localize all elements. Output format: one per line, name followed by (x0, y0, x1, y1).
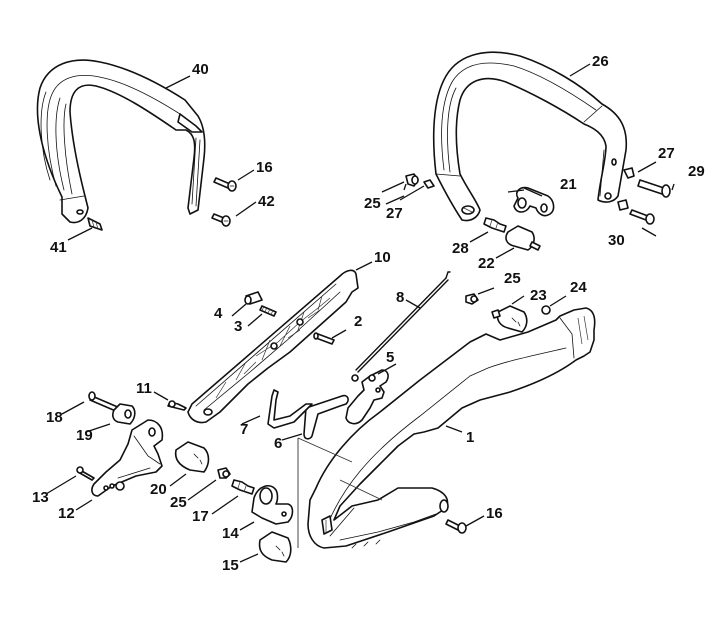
callout-14: 14 (222, 525, 239, 542)
part-42-screw (211, 213, 231, 227)
callout-40: 40 (192, 61, 209, 78)
part-8-throttle-rod (351, 271, 451, 382)
part-25-nut-lower (217, 467, 231, 479)
part-27-sleeve-lower (617, 199, 629, 211)
leader-lines (45, 63, 675, 563)
callout-27: 27 (386, 205, 403, 222)
part-5-throttle-trigger (345, 369, 389, 425)
callout-labels: 40 16 42 41 26 27 29 25 27 21 28 22 30 1… (32, 53, 705, 574)
callout-25: 25 (504, 270, 521, 287)
part-6-interlock-lever (303, 394, 349, 440)
callout-25: 25 (170, 494, 187, 511)
part-25-nut-upper (405, 173, 419, 187)
callout-21: 21 (560, 176, 577, 193)
part-23-annular-buffer (491, 305, 528, 333)
part-41-stud-screw (87, 217, 103, 231)
callout-22: 22 (478, 255, 495, 272)
callout-8: 8 (396, 289, 404, 306)
callout-30: 30 (608, 232, 625, 249)
part-3-spring (259, 305, 277, 317)
callout-18: 18 (46, 409, 63, 426)
part-13-screw (76, 466, 95, 481)
part-16-screw (213, 177, 237, 192)
part-28-stud (483, 217, 507, 233)
callout-29: 29 (688, 163, 705, 180)
part-21-bracket (513, 186, 555, 217)
callout-7: 7 (240, 421, 248, 438)
callout-27: 27 (658, 145, 675, 162)
part-15-annular-buffer (258, 531, 292, 563)
part-10-handle-molding (187, 269, 359, 424)
callout-16: 16 (256, 159, 273, 176)
part-22-annular-buffer (505, 225, 541, 251)
callout-41: 41 (50, 239, 67, 256)
part-1-rear-handle (307, 307, 596, 549)
part-26-handle-bar (432, 51, 628, 222)
part-7-torsion-spring (267, 389, 313, 429)
part-11-screw (167, 400, 187, 411)
callout-17: 17 (192, 508, 209, 525)
callout-25: 25 (364, 195, 381, 212)
callout-26: 26 (592, 53, 609, 70)
callout-5: 5 (386, 349, 394, 366)
callout-2: 2 (354, 313, 362, 330)
callout-12: 12 (58, 505, 75, 522)
callout-11: 11 (136, 380, 152, 397)
part-29-screw (637, 179, 671, 198)
part-20-annular-buffer (174, 441, 210, 473)
part-27-sleeve-right (623, 167, 635, 179)
part-14-bracket (251, 485, 294, 525)
part-25-nut-mid (465, 293, 479, 305)
part-17-stud (231, 479, 255, 495)
callout-6: 6 (274, 435, 282, 452)
callout-10: 10 (374, 249, 391, 266)
callout-13: 13 (32, 489, 49, 506)
callout-19: 19 (76, 427, 93, 444)
part-27-sleeve-left (423, 179, 435, 189)
part-30-screw (629, 209, 655, 225)
part-19-annular-buffer (112, 403, 136, 425)
assembly-guide-lines (297, 437, 383, 548)
callout-24: 24 (570, 279, 587, 296)
callout-20: 20 (150, 481, 167, 498)
callout-28: 28 (452, 240, 469, 257)
part-16-screw-lower (445, 519, 467, 534)
callout-3: 3 (234, 318, 242, 335)
part-2-screw (313, 332, 335, 345)
callout-23: 23 (530, 287, 547, 304)
part-4-plunger (244, 291, 263, 305)
part-24-nut (541, 305, 551, 315)
callout-4: 4 (214, 305, 223, 322)
callout-1: 1 (466, 429, 474, 446)
part-40-handle-bar (36, 59, 206, 224)
callout-15: 15 (222, 557, 239, 574)
part-12-bracket (91, 419, 164, 497)
callout-42: 42 (258, 193, 275, 210)
callout-16: 16 (486, 505, 503, 522)
